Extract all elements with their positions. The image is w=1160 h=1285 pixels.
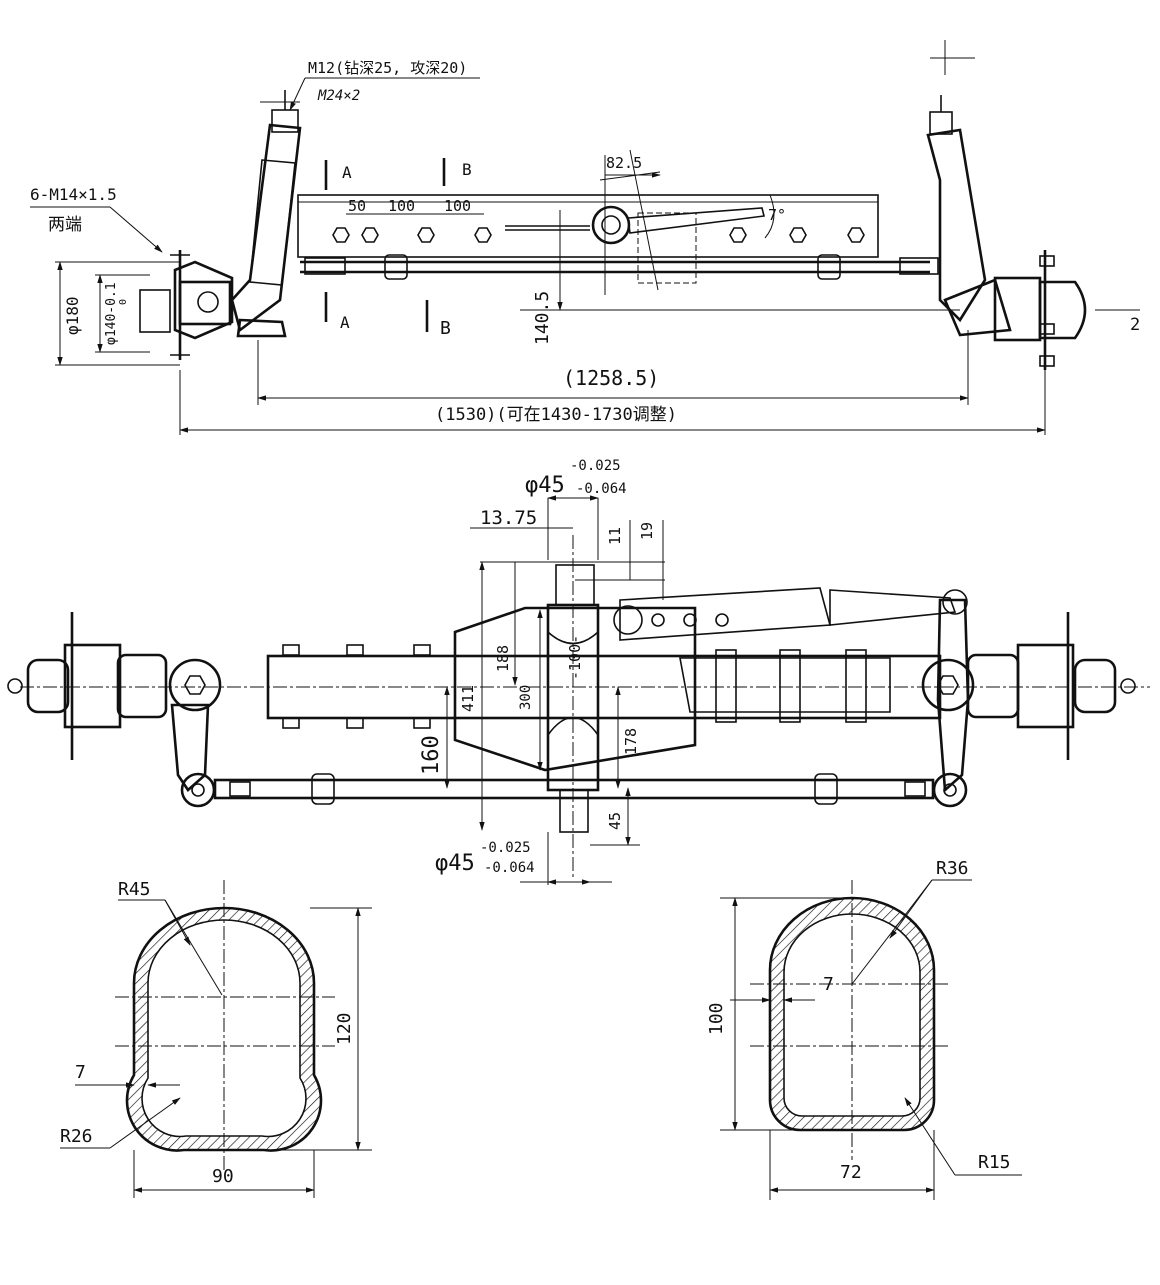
dim-100-plan: -100- <box>566 635 584 680</box>
beam-bolt-holes <box>332 227 865 243</box>
dim-phi140: φ140-0.1 <box>104 282 119 345</box>
r36-label: R36 <box>936 858 969 879</box>
angle-7: 7° <box>768 206 786 224</box>
section-b-top: B <box>462 160 472 179</box>
dim-50: 50 <box>348 197 366 215</box>
phi45-bottom-tol-lower: -0.064 <box>484 860 535 876</box>
left-kingpin-assembly <box>139 90 302 360</box>
phi45-bottom-tol-upper: -0.025 <box>480 840 531 856</box>
dim-7-right: 7 <box>823 974 834 995</box>
phi45-top-tol-upper: -0.025 <box>570 458 621 474</box>
dim-178: 178 <box>622 728 640 755</box>
dim-11: 11 <box>606 527 624 545</box>
dim-100a: 100 <box>388 197 415 215</box>
dim-82-5: 82.5 <box>606 154 642 172</box>
phi45-bottom: φ45 <box>435 851 475 876</box>
r45-label: R45 <box>118 879 151 900</box>
dim-160: 160 <box>419 735 444 775</box>
dim-140-5: 140.5 <box>532 291 553 345</box>
dim-188: 188 <box>494 645 512 672</box>
dim-120: 120 <box>334 1012 355 1045</box>
dim-100b: 100 <box>444 197 471 215</box>
r15-label: R15 <box>978 1152 1011 1173</box>
section-left: R45 120 7 R26 90 <box>60 879 372 1198</box>
dim-300: 300 <box>518 685 534 710</box>
dim-13-75: 13.75 <box>480 507 537 529</box>
dim-45: 45 <box>606 812 624 830</box>
dim-1258-5: (1258.5) <box>563 366 659 390</box>
thread-note-m12: M12(钻深25, 攻深20) <box>308 59 467 77</box>
section-a-bottom: A <box>340 313 350 332</box>
dim-100-right: 100 <box>706 1002 727 1035</box>
thread-note-m24: M24×2 <box>317 88 360 104</box>
right-kingpin-assembly <box>926 95 1140 370</box>
dim-1530: (1530)(可在1430-1730调整) <box>435 405 677 425</box>
dim-2: 2 <box>1130 315 1140 335</box>
dim-411: 411 <box>459 685 477 712</box>
plan-bolts <box>282 644 867 729</box>
section-right: R36 7 100 72 R15 <box>706 858 1022 1200</box>
front-view: A B A B 50 100 100 82.5 7° M12(钻深25, 攻深2… <box>30 40 1140 435</box>
section-b-bottom: B <box>440 318 451 339</box>
plan-view: φ45 -0.025 -0.064 13.75 11 19 411 188 30… <box>7 458 1150 885</box>
dim-90: 90 <box>212 1166 234 1187</box>
bolt-note-sub: 两端 <box>48 215 82 235</box>
bolt-note: 6-M14×1.5 <box>30 185 117 204</box>
section-a-top: A <box>342 163 352 182</box>
dim-phi140-sub: 0 <box>118 299 129 305</box>
phi45-top-tol-lower: -0.064 <box>576 481 627 497</box>
phi45-top: φ45 <box>525 473 565 498</box>
dim-72: 72 <box>840 1162 862 1183</box>
r26-label: R26 <box>60 1126 93 1147</box>
dim-19: 19 <box>638 522 656 540</box>
dim-phi180: φ180 <box>63 296 82 335</box>
dim-7-left: 7 <box>75 1062 86 1083</box>
